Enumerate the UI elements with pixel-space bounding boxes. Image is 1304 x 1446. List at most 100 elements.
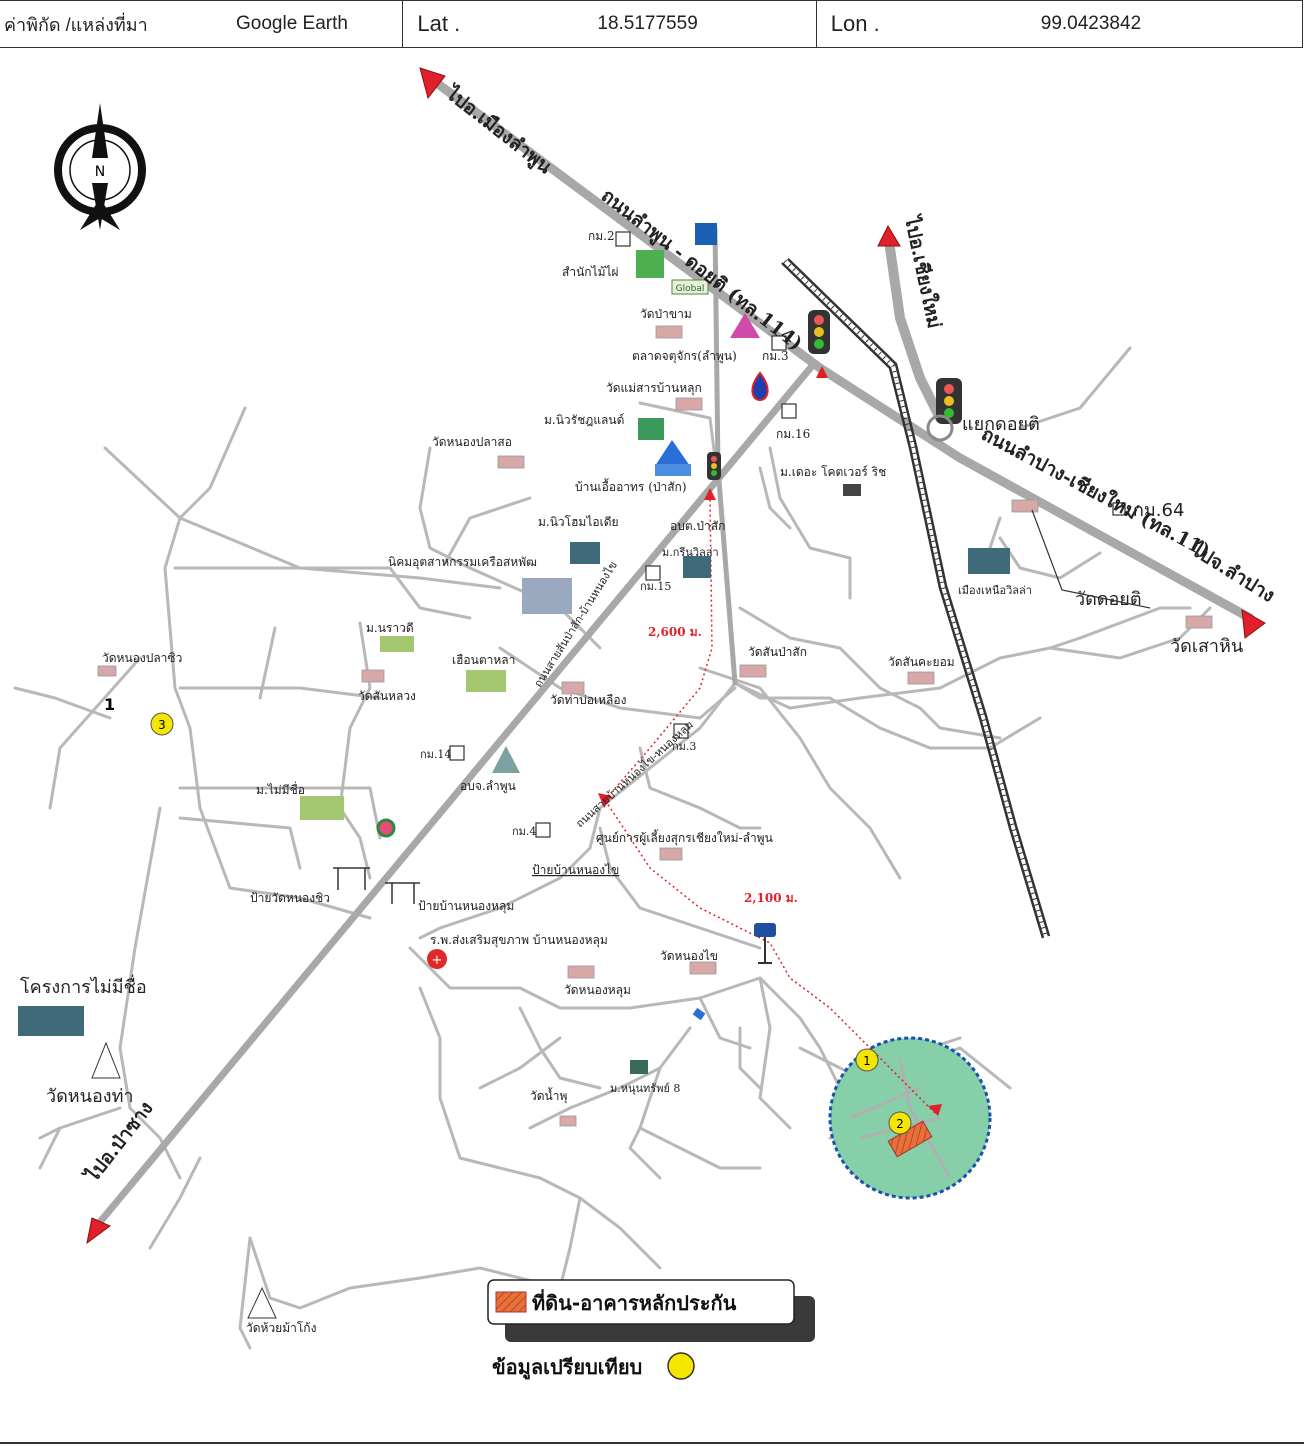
- label-wat-namphu: วัดน้ำพุ: [530, 1087, 567, 1104]
- route-arrow-top-icon: [704, 488, 716, 500]
- location-map: N Global: [13, 67, 1279, 1381]
- legend-comparison-swatch-icon: [667, 1352, 695, 1380]
- blue-logo-icon: [695, 223, 717, 245]
- label-km4: กม.4: [512, 825, 536, 838]
- label-ruean: เฮือนตาหลา: [452, 653, 515, 667]
- north-compass-icon: N: [54, 103, 146, 230]
- hospital-icon: [427, 949, 447, 969]
- label-obt-pasak: อบต.ป่าสัก: [670, 519, 725, 533]
- label-km64: กม.64: [1133, 500, 1184, 521]
- label-km14: กม.14: [420, 748, 451, 761]
- bus-stop-icon: [692, 1007, 706, 1021]
- legend-collateral-label: ที่ดิน-อาคารหลักประกัน: [532, 1288, 737, 1315]
- water-tower-icon: [754, 923, 776, 964]
- label-wiruch: ม.นิวรัชฎแลนด์: [544, 413, 624, 427]
- temple-icon: [655, 325, 683, 339]
- route-arrow-mid-icon: [598, 793, 612, 808]
- temple-icon: [1185, 615, 1213, 629]
- label-m-nrawadee: ม.นราวดี: [366, 621, 414, 635]
- temple-icon: [659, 847, 683, 861]
- label-m-maimeesue: ม.ไม่มีชื่อ: [256, 781, 305, 797]
- label-wat-nongtha: วัดหนองท่า: [46, 1086, 134, 1107]
- source-value: Google Earth: [236, 13, 348, 34]
- label-market: ตลาดจตุจักร(ลำพูน): [632, 349, 737, 364]
- bus-sign-icon: [333, 867, 420, 904]
- main-roads: [91, 73, 1255, 1232]
- factory-icon: [522, 578, 572, 614]
- svg-text:+: +: [432, 953, 443, 968]
- label-ban-uea: บ้านเอื้ออาทร (ป่าสัก): [575, 478, 687, 494]
- km-post-icon: [449, 231, 1126, 838]
- bottom-border: [0, 1442, 1304, 1444]
- source-label: ค่าพิกัด /แหล่งที่มา: [4, 14, 148, 35]
- label-km3-top: กม.3: [762, 349, 789, 363]
- arrow-chiangmai-icon: [877, 224, 901, 247]
- village-icon: [380, 636, 414, 652]
- ban-uea-building-icon: [655, 440, 690, 466]
- temple-icon: [1011, 499, 1039, 513]
- label-project-noname: โครงการไม่มีชื่อ: [20, 974, 147, 998]
- label-km15: กม.15: [640, 580, 671, 593]
- temple-icon: [675, 397, 703, 411]
- label-wat-nongplasiw: วัดหนองปลาซิว: [102, 651, 182, 665]
- label-sign-nonglum: ป้ายบ้านหนองหลุม: [418, 899, 514, 914]
- label-m-green: ม.กรีนวิลล่า: [662, 546, 719, 559]
- village-icon: [18, 1006, 84, 1036]
- arrow-pasang-icon: [86, 1217, 111, 1245]
- temple-icon: [497, 455, 525, 469]
- svg-text:1: 1: [863, 1054, 871, 1068]
- label-km2: กม.2: [588, 229, 615, 243]
- legend-collateral-swatch-icon: [495, 1291, 527, 1313]
- road-label-to-lamphun: ไปอ.เมืองลำพูน: [440, 81, 557, 179]
- lat-cell: Lat . 18.5177559: [403, 1, 817, 47]
- temple-icon: [559, 1115, 577, 1127]
- temple-icon: [739, 664, 767, 678]
- traffic-light-icon: [707, 452, 721, 480]
- wat-doiti-pointer: [1031, 509, 1151, 609]
- railway: [781, 258, 1051, 939]
- market-icon: [730, 313, 760, 338]
- label-obj-lamphun: อบจ.ลำพูน: [460, 779, 516, 794]
- temple-icon: [97, 665, 117, 677]
- flower-icon: [376, 818, 396, 838]
- label-m-kheo: ม.เดอะ โคตเวอร์ ริช: [780, 465, 886, 479]
- comparison-marker-2: 2: [888, 1111, 912, 1135]
- global-logo-text: Global: [676, 284, 705, 294]
- village-icon: [466, 670, 506, 692]
- direction-arrows: [86, 67, 1266, 1245]
- pagoda-icon: [247, 1286, 277, 1319]
- label-wat-maesan: วัดแม่สารบ้านหลุก: [606, 381, 702, 396]
- label-wat-sanluang: วัดสันหลวง: [358, 689, 416, 703]
- arrow-lamphun-icon: [419, 67, 446, 100]
- village-icon: [683, 556, 711, 578]
- village-icon: [630, 1060, 648, 1074]
- temple-icon: [567, 965, 595, 979]
- label-sign-nongchiw: ป้ายวัดหนองชิว: [250, 891, 330, 905]
- village-icon: [968, 548, 1010, 574]
- label-m-niwhom: ม.นิวโฮมไอเดีย: [538, 515, 619, 529]
- traffic-light-icon: [808, 310, 830, 354]
- village-icon: [570, 542, 600, 564]
- source-cell: ค่าพิกัด /แหล่งที่มา Google Earth: [0, 1, 404, 47]
- map-icons: Global: [18, 223, 1213, 1319]
- temple-icon: [907, 671, 935, 685]
- label-wat-nongplasoi: วัดหนองปลาสอ: [432, 435, 512, 449]
- village-icon: [843, 484, 861, 496]
- bamboo-icon: [636, 250, 664, 278]
- minor-roads: [13, 346, 1212, 1350]
- temple-icon: [361, 669, 385, 683]
- lon-cell: Lon . 99.0423842: [817, 1, 1302, 47]
- label-wat-sankayom: วัดสันคะยอม: [888, 655, 955, 669]
- label-km3-mid: กม.3: [672, 740, 696, 753]
- label-sign-nongkhai: ป้ายบ้านหนองไข: [532, 863, 619, 877]
- temple-icon: [689, 961, 717, 975]
- label-wat-nonglum: วัดหนองหลุม: [564, 983, 631, 998]
- ptt-drop-icon: [751, 371, 769, 402]
- label-bamboo: สำนักไม้ไผ่: [562, 265, 619, 279]
- traffic-light-icon: [926, 378, 962, 442]
- compass-north-letter: N: [95, 164, 105, 180]
- place-labels: กม.2 สำนักไม้ไผ่ วัดป่าขาม ตลาดจตุจักร(ล…: [20, 229, 1243, 1335]
- label-wat-sanpasak: วัดสันป่าสัก: [748, 645, 807, 659]
- comparison-marker-3: 3: [150, 712, 174, 736]
- global-logo-icon: [671, 279, 709, 295]
